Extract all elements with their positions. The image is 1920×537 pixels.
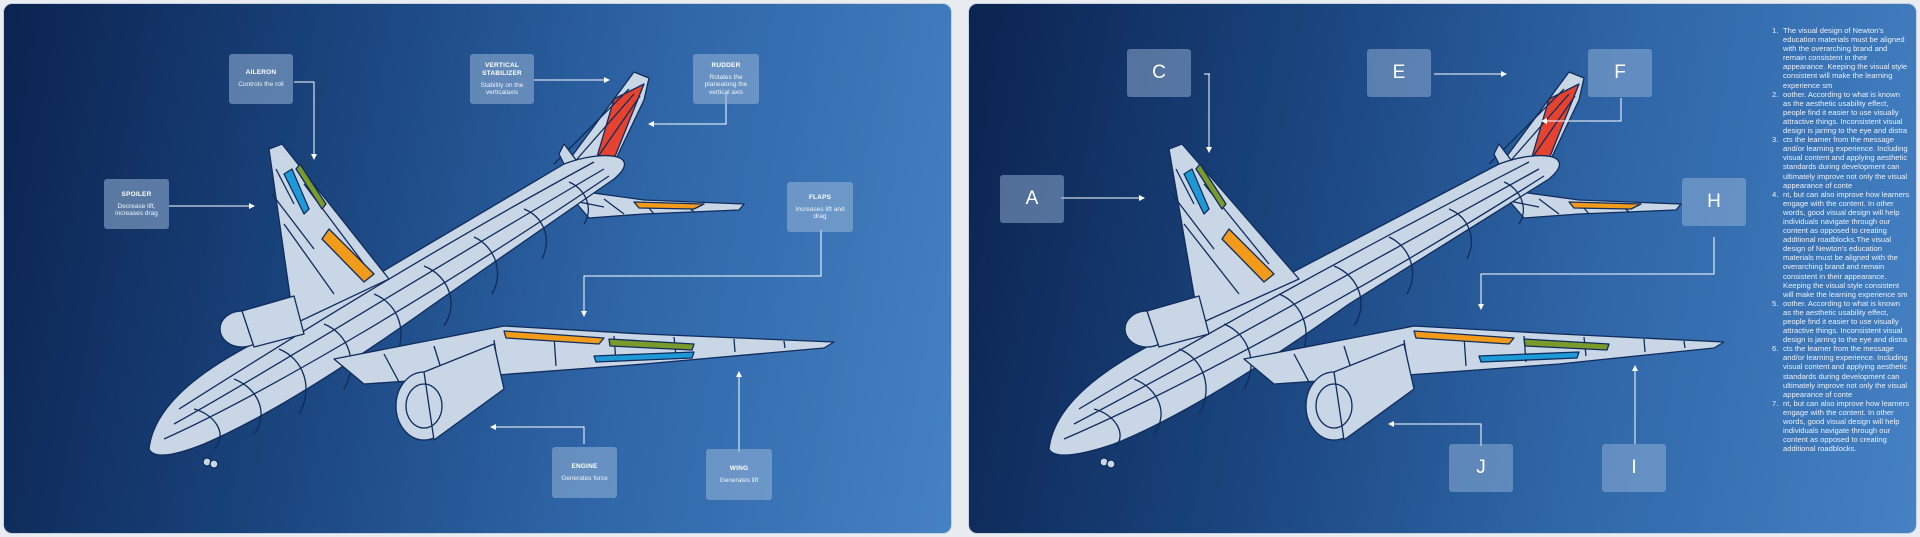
note-number: 4.: [1772, 189, 1779, 199]
wing-title: WING: [729, 464, 749, 472]
engine-desc: Generates force: [561, 474, 608, 482]
engine-callout: ENGINE Generates force: [552, 447, 617, 498]
quiz-diagram-panel: C A E F H J I: [968, 3, 1917, 534]
rudder-callout: RUDDER Rotates the planealong the vertic…: [693, 54, 759, 104]
note-item: 3. cts the learner from the message and/o…: [1772, 135, 1910, 190]
near-spoiler: [608, 338, 695, 351]
notes-list: 1. The visual design of Newton's educatio…: [1772, 26, 1910, 453]
note-text: cts the learner from the message and/or …: [1783, 344, 1908, 399]
vertical-stabilizer-desc: Stability on the verticalaxis: [480, 81, 524, 97]
note-text: oother. According to what is known as th…: [1783, 298, 1908, 345]
label-box-a[interactable]: A: [1000, 175, 1064, 223]
flaps-desc: Increases lift and drag: [795, 205, 845, 221]
note-number: 7.: [1772, 398, 1779, 408]
labeled-diagram-panel: AILERON Controls the roll VERTICAL STABI…: [3, 3, 952, 534]
aileron-title: AILERON: [245, 69, 277, 77]
note-text: nt, but can also improve how learners en…: [1783, 189, 1910, 299]
wing-desc: Generates lift: [719, 476, 759, 484]
spoiler-surface: [295, 163, 327, 210]
label-box-e[interactable]: E: [1367, 49, 1431, 97]
note-item: 5. oother. According to what is known as …: [1772, 299, 1910, 344]
note-text: nt, but can also improve how learners en…: [1783, 398, 1910, 454]
label-box-h[interactable]: H: [1682, 178, 1746, 226]
aileron-callout: AILERON Controls the roll: [229, 54, 293, 104]
label-box-c[interactable]: C: [1127, 49, 1191, 97]
airplane-mesh: [1048, 71, 1725, 469]
engine-title: ENGINE: [571, 462, 598, 470]
note-number: 3.: [1772, 135, 1779, 145]
rudder-title: RUDDER: [711, 61, 741, 69]
vertical-stabilizer-callout: VERTICAL STABILIZER Stability on the ver…: [470, 54, 534, 104]
flaps-title: FLAPS: [808, 193, 832, 201]
note-number: 5.: [1772, 298, 1779, 308]
near-aileron: [593, 351, 695, 363]
note-item: 6. cts the learner from the message and/o…: [1772, 344, 1910, 399]
label-box-f[interactable]: F: [1588, 49, 1652, 97]
label-box-i[interactable]: I: [1602, 444, 1666, 492]
spoiler-callout: SPOILER Decrease lift, increases drag: [104, 179, 169, 229]
flap-surface: [321, 228, 375, 283]
notes-ordered-list: 1. The visual design of Newton's educatio…: [1772, 26, 1910, 453]
wing-callout: WING Generates lift: [706, 449, 772, 500]
note-item: 7. nt, but can also improve how learners …: [1772, 399, 1910, 454]
vertical-stabilizer-title: VERTICAL STABILIZER: [482, 61, 522, 77]
note-number: 6.: [1772, 344, 1779, 354]
note-item: 2. oother. According to what is known as …: [1772, 90, 1910, 135]
spoiler-title: SPOILER: [121, 190, 152, 198]
note-text: The visual design of Newton's education …: [1783, 26, 1908, 90]
flaps-callout: FLAPS Increases lift and drag: [787, 182, 853, 232]
airplane-illustration: [148, 71, 835, 469]
near-flap: [503, 330, 605, 345]
note-number: 2.: [1772, 89, 1779, 99]
spoiler-desc: Decrease lift, increases drag: [115, 202, 158, 218]
label-box-j[interactable]: J: [1449, 444, 1513, 492]
airplane-mesh: [148, 71, 835, 469]
far-flap: [633, 201, 705, 210]
note-item: 1. The visual design of Newton's educatio…: [1772, 26, 1910, 90]
aileron-desc: Controls the roll: [238, 81, 284, 89]
rudder-desc: Rotates the planealong the vertical axis: [704, 73, 748, 96]
note-text: oother. According to what is known as th…: [1783, 89, 1908, 136]
aileron-surface: [283, 168, 310, 215]
note-number: 1.: [1772, 26, 1779, 35]
note-item: 4. nt, but can also improve how learners …: [1772, 190, 1910, 299]
note-text: cts the learner from the message and/or …: [1783, 135, 1908, 190]
